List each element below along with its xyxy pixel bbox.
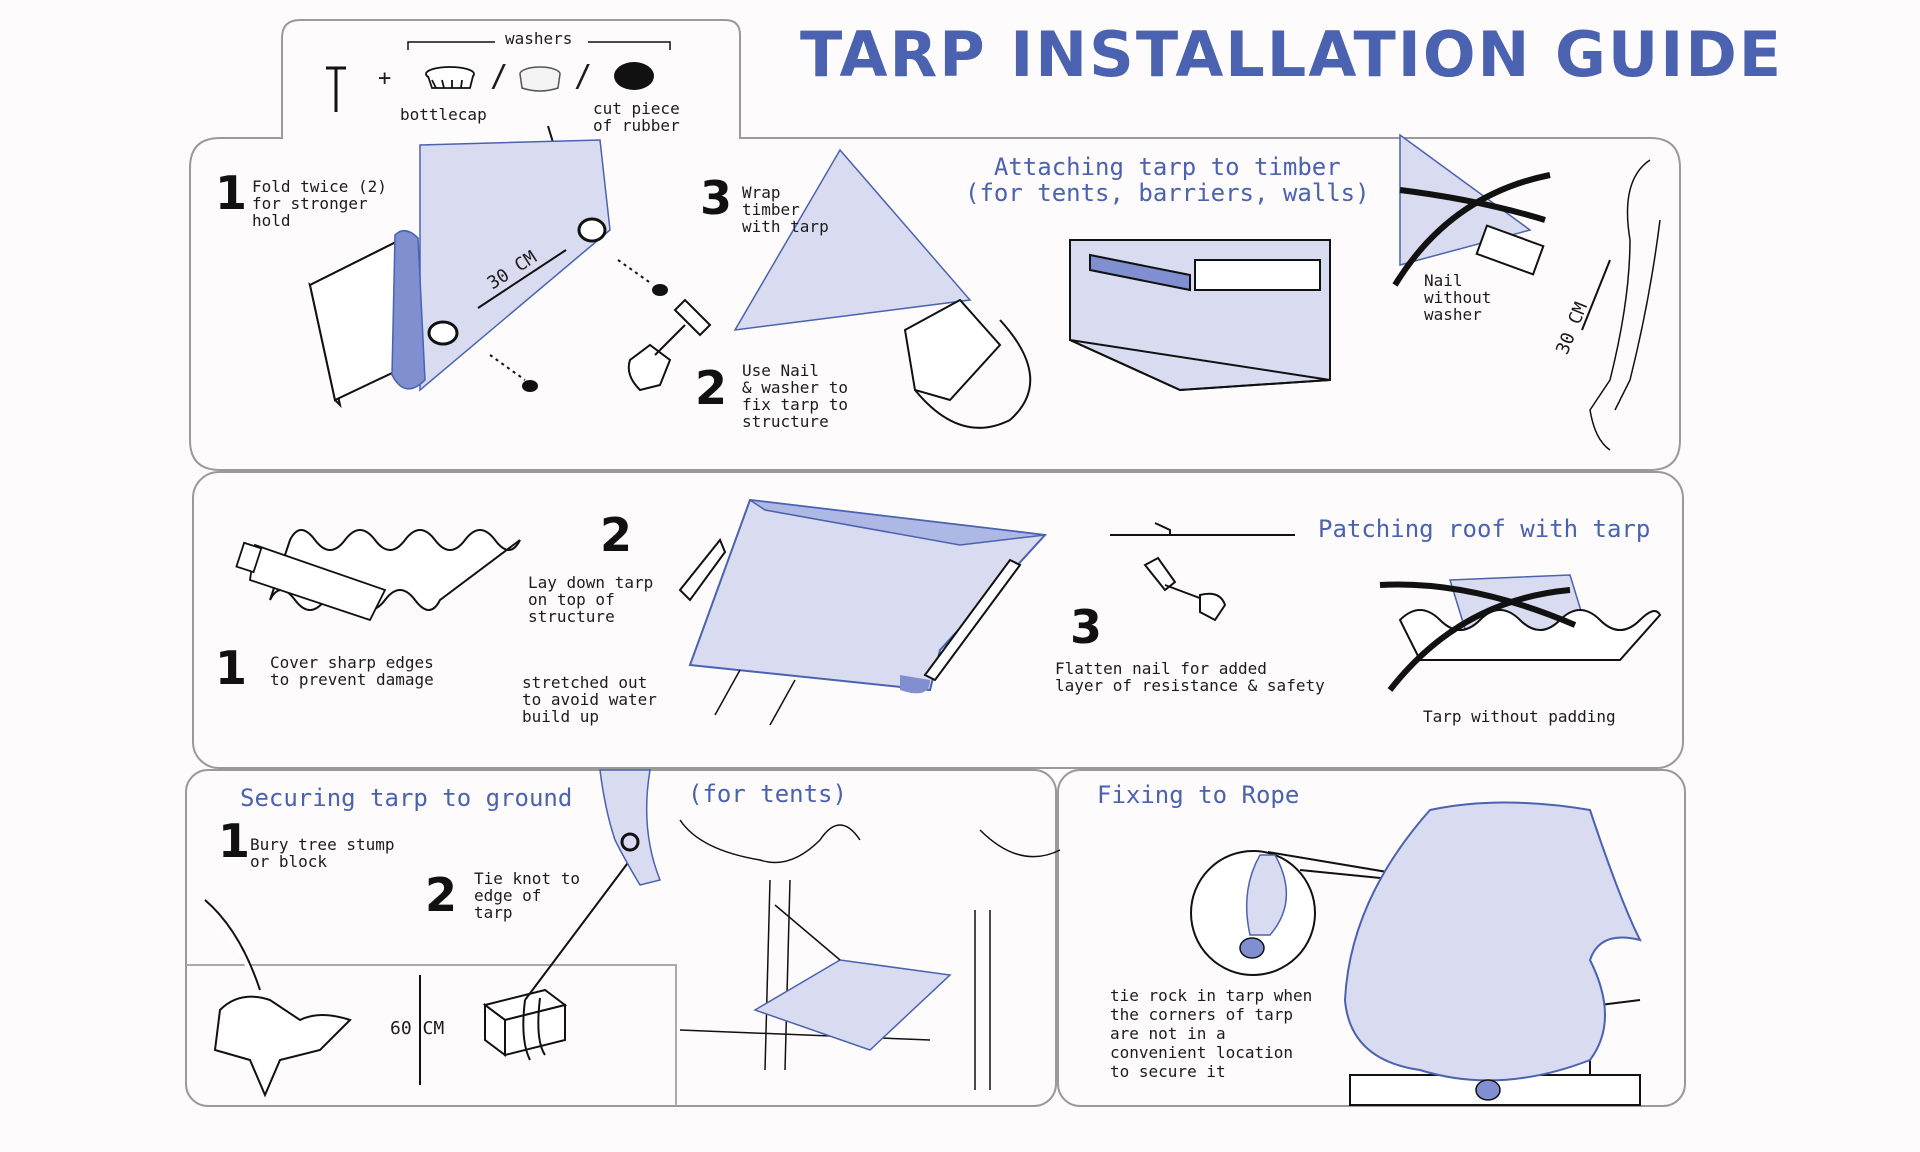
roof-stretch-text: stretched out to avoid water build up bbox=[522, 673, 657, 726]
ground-step1-text: Bury tree stump or block bbox=[250, 835, 395, 871]
rope-rock bbox=[1475, 1079, 1501, 1101]
ground-tents-label: (for tents) bbox=[688, 780, 847, 808]
rope-text: tie rock in tarp when the corners of tar… bbox=[1110, 986, 1313, 1081]
slash-1: / bbox=[490, 59, 509, 94]
tree-tent-scene bbox=[679, 819, 1061, 1090]
hammer-hand-icon bbox=[627, 298, 712, 392]
arm-measure-arrow bbox=[1581, 259, 1611, 331]
tent-rope bbox=[774, 904, 841, 961]
panel-timber-frame bbox=[189, 19, 1681, 471]
roof-step1-text: Cover sharp edges to prevent damage bbox=[270, 653, 434, 689]
wrapped-timber bbox=[903, 298, 1002, 402]
roof-tarp-structure bbox=[678, 498, 1048, 694]
tarp-corner-knot bbox=[599, 769, 662, 886]
no-padding-label: Tarp without padding bbox=[1423, 707, 1616, 726]
roof-step2-number: 2 bbox=[600, 508, 633, 562]
ground-step1-number: 1 bbox=[218, 814, 251, 868]
knot-loop bbox=[620, 832, 640, 852]
ground-step2-number: 2 bbox=[425, 868, 458, 922]
plus-sign: + bbox=[378, 66, 392, 91]
timber-step3-number: 3 bbox=[700, 171, 733, 225]
tree-stump-icon bbox=[204, 899, 352, 1098]
roof-step3-text: Flatten nail for added layer of resistan… bbox=[1055, 659, 1325, 695]
zoom-tarp bbox=[1245, 854, 1287, 936]
rubber-washer-icon bbox=[614, 62, 654, 90]
panel-roof-frame bbox=[192, 471, 1684, 769]
timber-step2-number: 2 bbox=[695, 361, 728, 415]
nail-2 bbox=[617, 259, 668, 296]
washer-on-tarp-2 bbox=[577, 217, 607, 243]
page-title: TARP INSTALLATION GUIDE bbox=[800, 18, 1784, 91]
tie-rope bbox=[524, 859, 631, 1001]
bottlecap-icon bbox=[425, 66, 475, 89]
washer-ring-icon bbox=[519, 66, 561, 92]
roof-step1-number: 1 bbox=[215, 641, 248, 695]
rotate-arrow bbox=[914, 319, 1032, 429]
ground-heading: Securing tarp to ground bbox=[240, 784, 573, 812]
timber-step3-text: Wrap timber with tarp bbox=[742, 183, 829, 236]
roof-step3-number: 3 bbox=[1070, 600, 1103, 654]
timber-step1-text: Fold twice (2) for stronger hold bbox=[252, 177, 387, 230]
flatten-nail-icon bbox=[1110, 522, 1295, 536]
cross-mark-icon-2 bbox=[1379, 581, 1577, 692]
timber-heading: Attaching tarp to timber (for tents, bar… bbox=[965, 153, 1370, 207]
arm-outline bbox=[1589, 159, 1661, 451]
roof-heading: Patching roof with tarp bbox=[1318, 515, 1651, 543]
timber-step1-number: 1 bbox=[215, 166, 248, 220]
washers-bracket bbox=[407, 41, 671, 50]
bottle-icon bbox=[235, 541, 387, 622]
measure-arrow bbox=[477, 249, 567, 309]
ground-depth-label: 60 CM bbox=[390, 1018, 445, 1039]
cross-mark-icon bbox=[1392, 172, 1551, 287]
washer-on-tarp-1 bbox=[427, 320, 459, 346]
nail-1 bbox=[489, 354, 538, 392]
tarp-box-structure bbox=[1069, 239, 1331, 392]
no-washer-label: Nail without washer bbox=[1424, 271, 1492, 324]
draped-tarp bbox=[1343, 801, 1642, 1082]
timber-step2-text: Use Nail & washer to fix tarp to structu… bbox=[742, 361, 848, 431]
roof-step2-text: Lay down tarp on top of structure bbox=[528, 573, 654, 626]
slash-2: / bbox=[574, 59, 593, 94]
tarp-fold bbox=[391, 229, 426, 390]
ground-step2-text: Tie knot to edge of tarp bbox=[474, 869, 580, 922]
bottlecap-label: bottlecap bbox=[400, 105, 487, 124]
nail-icon bbox=[326, 66, 346, 112]
washers-label: washers bbox=[505, 29, 573, 48]
water-arrows bbox=[714, 669, 796, 726]
ground-tarp bbox=[753, 959, 952, 1051]
bad-example-timber bbox=[1475, 224, 1545, 276]
rubber-label: cut piece of rubber bbox=[593, 99, 680, 135]
ground-line bbox=[186, 964, 677, 1106]
cinder-block-icon bbox=[482, 988, 568, 1061]
zoom-rock bbox=[1239, 937, 1265, 959]
rope-heading: Fixing to Rope bbox=[1097, 781, 1300, 809]
hammer-hand-icon-2 bbox=[1143, 556, 1227, 622]
wrap-tarp bbox=[733, 148, 972, 331]
